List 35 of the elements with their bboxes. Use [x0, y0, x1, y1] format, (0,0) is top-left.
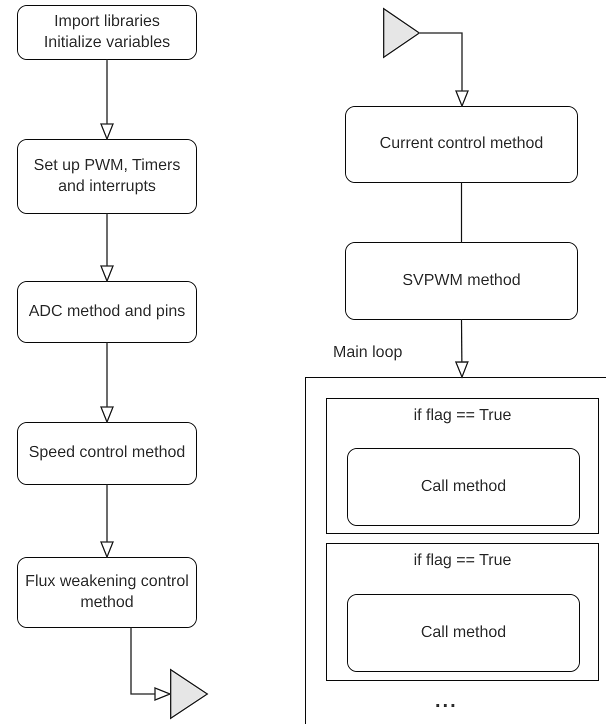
arrow [455, 320, 469, 378]
arrow [420, 32, 469, 107]
arrow [100, 214, 114, 282]
box-label: Call method [420, 622, 506, 643]
box-label: Speed control method [28, 443, 186, 464]
arrow [100, 485, 114, 558]
condition-label: if flag == True [412, 406, 512, 426]
box-label: Flux weakening control method [24, 572, 190, 612]
ellipsis-text: ... [435, 690, 458, 713]
box-label: Set up PWM, Timers and interrupts [32, 156, 182, 196]
process-box [17, 281, 197, 343]
arrow [130, 628, 171, 701]
box-label: Current control method [380, 134, 544, 154]
condition-box [326, 398, 599, 534]
process-box [17, 422, 197, 485]
condition-box [326, 543, 599, 681]
off-page-connector [383, 8, 420, 58]
box-label: ADC method and pins [28, 302, 186, 322]
condition-label: if flag == True [412, 551, 512, 571]
loop-label: Main loop [333, 343, 402, 363]
process-box [345, 242, 578, 320]
process-box [347, 448, 580, 526]
process-box [17, 5, 197, 60]
box-label: Initialize variables [44, 32, 170, 52]
process-box [345, 106, 578, 183]
connector-line [460, 183, 462, 242]
arrow [100, 343, 114, 423]
box-label: Call method [420, 476, 506, 497]
off-page-connector [170, 669, 208, 719]
box-label: Import libraries [54, 12, 160, 32]
process-box [17, 557, 197, 628]
process-box [17, 139, 197, 214]
arrow [100, 60, 114, 140]
process-box [347, 594, 580, 672]
box-label: SVPWM method [402, 270, 521, 291]
